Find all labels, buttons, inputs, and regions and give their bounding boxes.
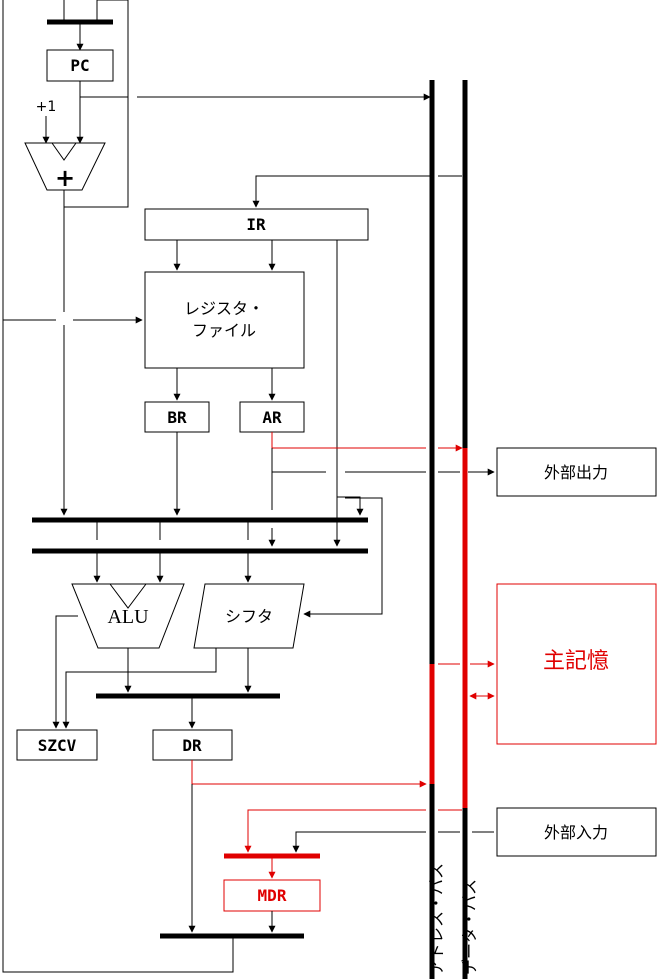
external-input-label: 外部入力 (544, 823, 608, 842)
mdr-register: MDR (223, 879, 321, 912)
adder-plus-label: + (55, 164, 75, 192)
alu: ALU (71, 583, 185, 649)
increment-label: +1 (36, 99, 57, 115)
br-register: BR (144, 401, 210, 433)
ir-label: IR (246, 215, 266, 234)
shifter-label: シフタ (225, 607, 273, 626)
pc-register: PC (46, 49, 114, 82)
shifter: シフタ (193, 583, 305, 649)
alu-label: ALU (107, 606, 149, 628)
szcv-flags: SZCV (16, 729, 98, 761)
feedback-loop-wire (2, 0, 234, 973)
ir-register: IR (144, 208, 369, 241)
register-file: レジスタ・ ファイル (144, 271, 305, 369)
pc-adder: + (24, 142, 106, 192)
main-memory-label: 主記憶 (543, 649, 609, 674)
main-memory: 主記憶 (496, 583, 657, 745)
mdr-label: MDR (258, 886, 287, 905)
data-bus-label: データ・バス (460, 879, 479, 975)
external-input-device: 外部入力 (496, 807, 657, 857)
dr-label: DR (182, 736, 202, 755)
ar-label: AR (262, 408, 282, 427)
br-label: BR (167, 408, 187, 427)
register-file-label-2: ファイル (192, 321, 256, 340)
ar-register: AR (239, 401, 305, 433)
pc-label: PC (70, 56, 89, 75)
register-file-label-1: レジスタ・ (184, 299, 264, 318)
external-output-label: 外部出力 (544, 463, 608, 482)
szcv-label: SZCV (38, 736, 77, 755)
address-bus-label: アドレス・バス (427, 863, 446, 975)
dr-register: DR (152, 729, 233, 761)
external-output-device: 外部出力 (496, 447, 657, 497)
